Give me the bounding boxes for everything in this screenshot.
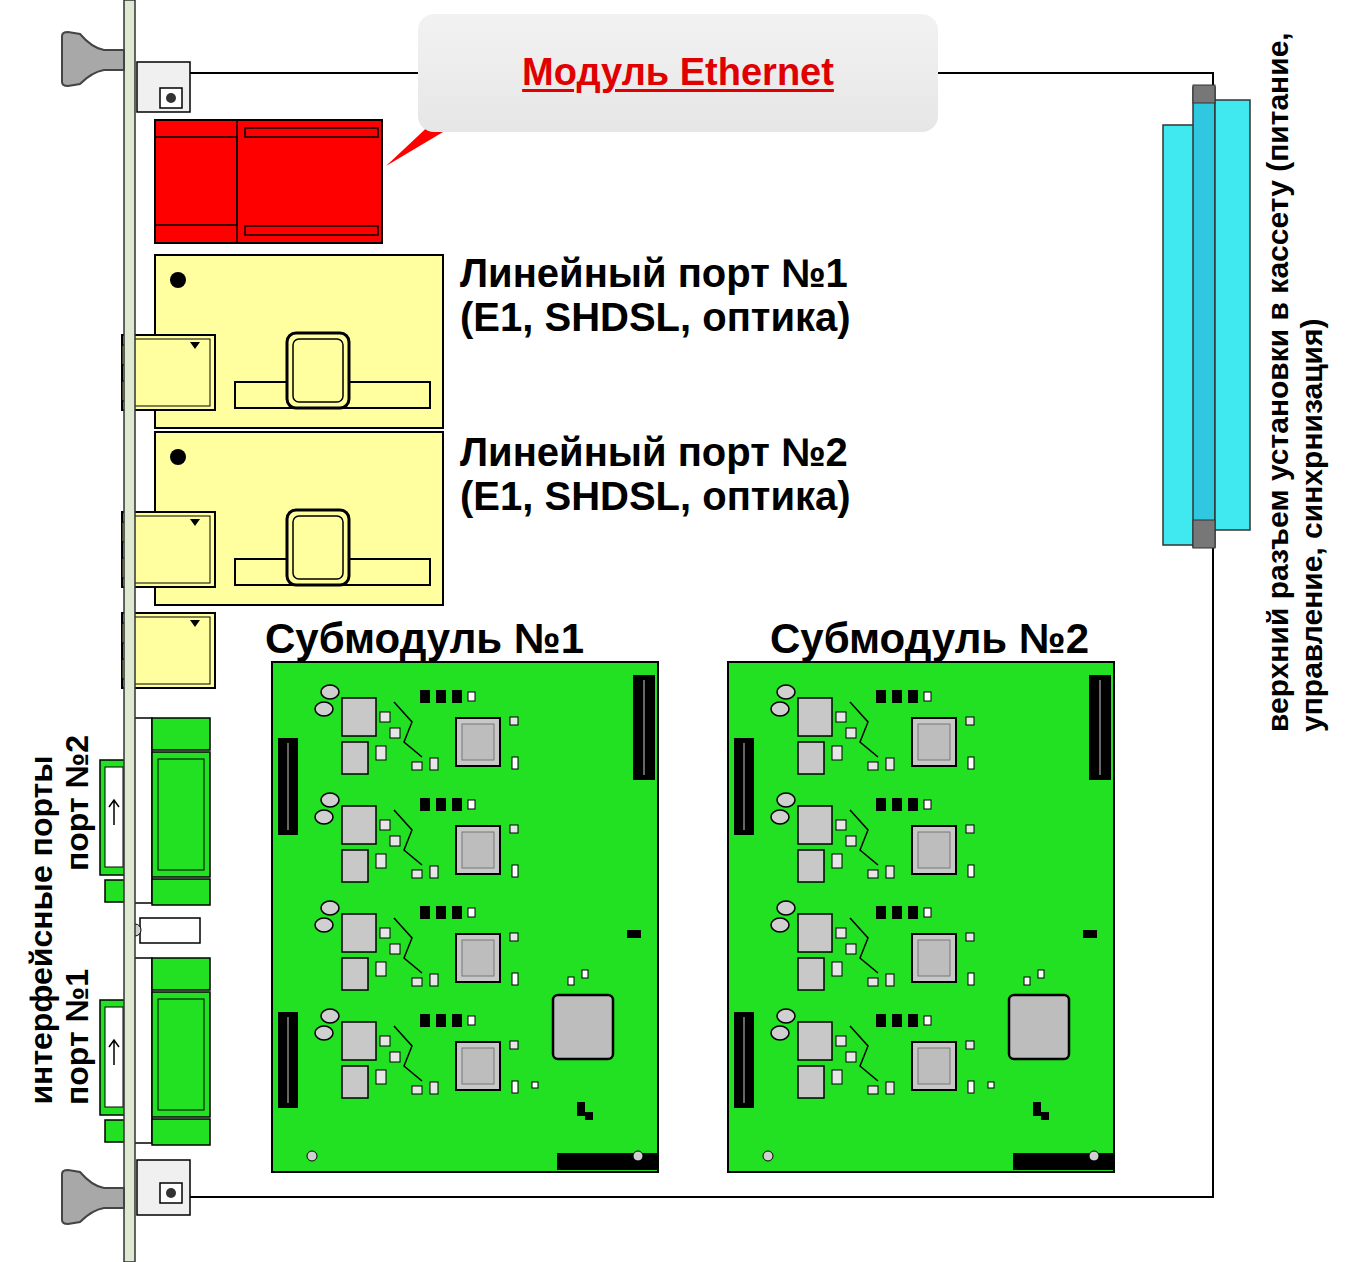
- panel-bracket: [137, 62, 190, 112]
- backplane-connector: [1163, 85, 1250, 548]
- submodule-board: Субмодуль №1: [272, 662, 658, 1172]
- board-illustration: [272, 662, 658, 1172]
- backplane-connector: [1163, 125, 1195, 545]
- ethernet-module: [245, 128, 378, 137]
- ethernet-module: [155, 120, 382, 243]
- board-illustration: [100, 718, 210, 905]
- board-illustration: [122, 512, 215, 587]
- line-port-module: Линейный порт №1 (E1, SHDSL, оптика): [155, 255, 443, 428]
- board-illustration: [728, 662, 1114, 1172]
- ejector-handle: [62, 1170, 124, 1224]
- port-label: Линейный порт №1 (E1, SHDSL, оптика): [460, 251, 900, 339]
- line-port-module: Линейный порт №2 (E1, SHDSL, оптика): [155, 432, 443, 604]
- connector-latch: [140, 918, 200, 943]
- ejector-handle: [62, 32, 124, 86]
- front-panel: [124, 0, 135, 1262]
- port-label: Линейный порт №2 (E1, SHDSL, оптика): [460, 430, 900, 518]
- callout-box: Модуль Ethernet: [418, 14, 938, 132]
- connector-label: верхний разъем установки в кассету (пита…: [1261, 12, 1328, 732]
- submodule-title: Субмодуль №2: [770, 616, 1089, 662]
- ethernet-module: [155, 120, 382, 243]
- ethernet-module: [236, 120, 238, 243]
- board-illustration: [122, 335, 215, 410]
- connector-latch: [129, 918, 200, 943]
- board-illustration: [100, 958, 210, 1145]
- port-label: порт №2: [60, 735, 96, 871]
- submodule-board: Субмодуль №2: [728, 662, 1118, 1172]
- panel-bracket: [137, 1160, 190, 1215]
- port-group-label: интерфейсные порты: [24, 755, 60, 1104]
- ethernet-module: [155, 137, 237, 225]
- submodule-title: Субмодуль №1: [265, 616, 584, 662]
- panel-bracket: [137, 62, 190, 1215]
- port-label: порт №1: [60, 969, 96, 1105]
- backplane-connector: [1193, 85, 1215, 103]
- board-illustration: [122, 613, 215, 688]
- backplane-connector: [1215, 100, 1250, 530]
- panel-bracket: [166, 1188, 176, 1198]
- ethernet-module: [245, 226, 378, 235]
- callout-text: Модуль Ethernet: [522, 52, 834, 94]
- backplane-connector: [1193, 520, 1215, 548]
- backplane-connector: [1193, 87, 1215, 547]
- panel-bracket: [160, 88, 182, 108]
- panel-bracket: [160, 1183, 182, 1203]
- panel-bracket: [166, 93, 176, 103]
- front-panel: [124, 0, 135, 1262]
